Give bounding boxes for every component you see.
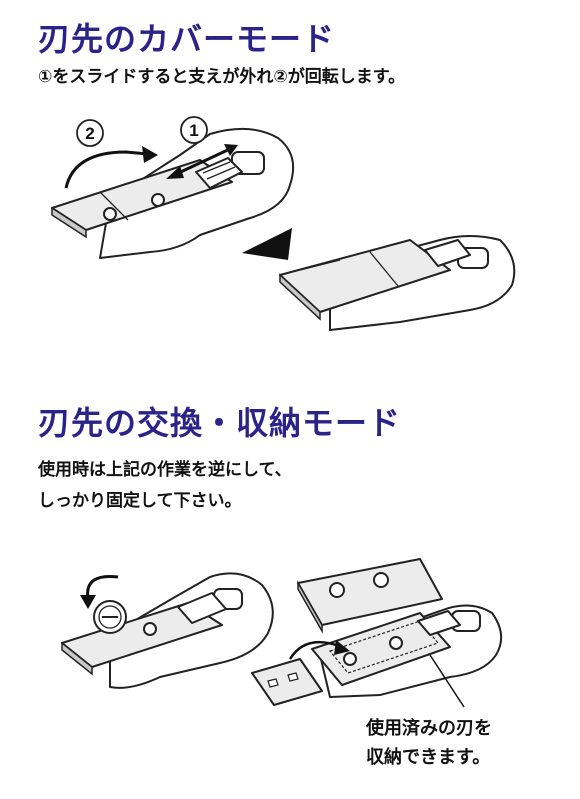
storage-caption-line2: 収納できます。: [366, 747, 491, 768]
exchange-mode-heading: 刃先の交換・収納モード: [38, 404, 402, 442]
blade-cover-plate: [297, 558, 443, 634]
label-2-text: 2: [85, 124, 94, 143]
scraper-unscrew-illustration: [61, 572, 274, 689]
cover-mode-illustration: 2 1: [51, 116, 516, 331]
exchange-mode-instruction-line1: 使用時は上記の作業を逆にして、: [38, 460, 292, 480]
transition-arrow-icon: [242, 228, 292, 260]
rotate-arrow: [64, 146, 158, 189]
slide-arrow: [166, 144, 238, 179]
used-blade: [251, 658, 323, 706]
cover-mode-instruction: ①をスライドすると支えが外れ②が回転します。: [38, 67, 406, 87]
storage-caption-line1: 使用済みの刃を: [366, 718, 492, 739]
caption-leader-line: [429, 654, 465, 708]
cover-mode-heading: 刃先のカバーモード: [38, 20, 336, 58]
label-1-circle: [180, 116, 208, 144]
label-2-circle: [76, 119, 104, 147]
scraper-open-illustration: [51, 127, 294, 259]
blade-storage-holder: [311, 604, 503, 698]
insert-arrow: [288, 640, 350, 660]
exchange-mode-instruction-line2: しっかり固定して下さい。: [38, 491, 242, 511]
label-1-text: 1: [189, 121, 198, 140]
rotation-arrow-icon: [80, 574, 119, 609]
exchange-mode-illustration: [61, 558, 503, 708]
scraper-covered-illustration: [279, 235, 516, 331]
